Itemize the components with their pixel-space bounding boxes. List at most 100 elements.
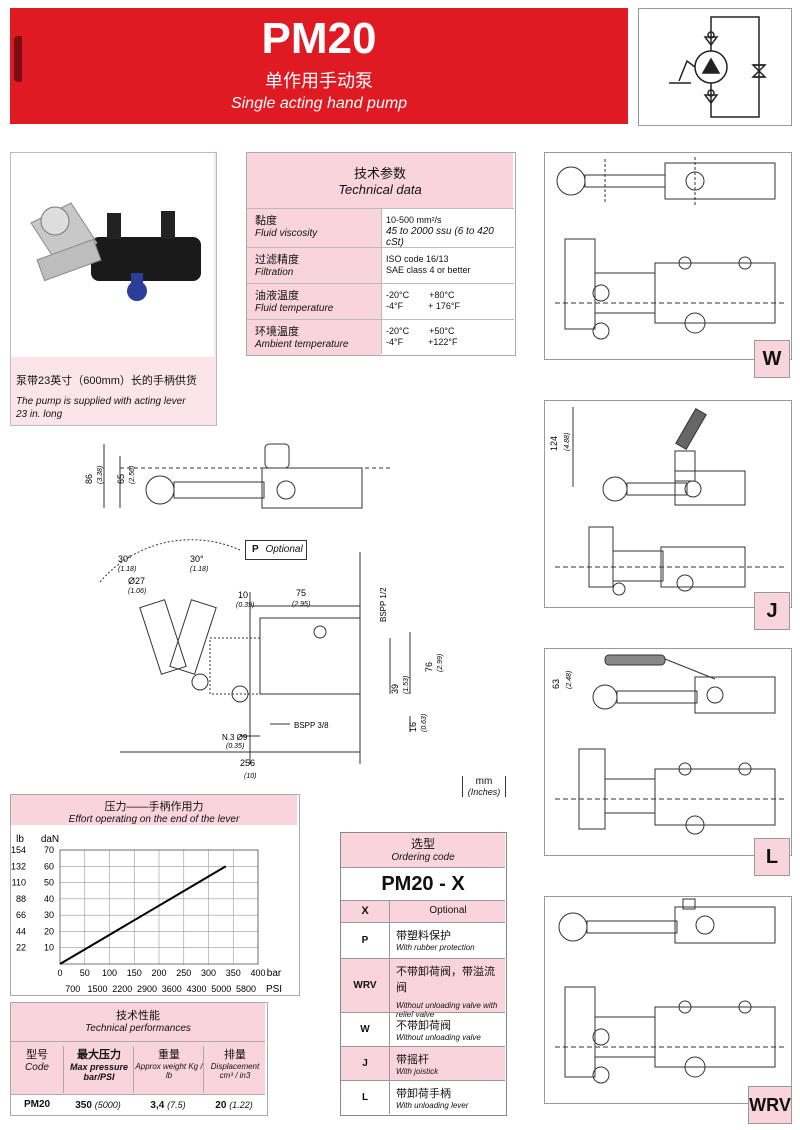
- tech-row-label: 黏度 Fluid viscosity: [247, 208, 381, 248]
- chart-series-line: [59, 865, 227, 965]
- tech-label-en: Ambient temperature: [255, 339, 349, 350]
- dim-16-in: (0.63): [421, 714, 428, 732]
- tech-value-1: ISO code 16/13: [386, 254, 449, 264]
- option-code: W: [341, 1012, 389, 1047]
- pump-drawing-icon: [555, 898, 785, 1084]
- perf-col-cn: 重量: [158, 1049, 180, 1061]
- chart-title-en: Effort operating on the end of the lever: [68, 814, 240, 825]
- option-code: J: [341, 1046, 389, 1081]
- dim-76: 76: [424, 662, 434, 672]
- tech-row-label: 油液温度 Fluid temperature: [247, 283, 381, 320]
- option-desc-en: Without unloading valve: [396, 1033, 481, 1042]
- unit-inches: (Inches): [467, 787, 501, 797]
- dim-256-in: (10): [244, 773, 256, 780]
- perf-code: PM20: [23, 1099, 51, 1110]
- tech-data-header: 技术参数 Technical data: [247, 153, 513, 208]
- chart-x-tick: 0: [57, 968, 62, 978]
- variant-j-drawing: 124 (4.88): [544, 400, 792, 608]
- variant-label-j: J: [754, 592, 790, 630]
- page-subtitle-cn: 单作用手动泵: [265, 71, 373, 91]
- perf-title-cn: 技术性能: [116, 1010, 160, 1022]
- perf-disp: 20: [215, 1100, 227, 1111]
- dim-angle-1: 30°: [118, 554, 132, 564]
- variant-label-w: W: [754, 340, 790, 378]
- variant-label-l: L: [754, 838, 790, 876]
- option-desc-cn: 带卸荷手柄: [396, 1088, 451, 1100]
- variant-label-wrv: WRV: [748, 1086, 792, 1124]
- chart-x2-tick: 700: [65, 984, 80, 994]
- dim-75-in: (2.95): [292, 601, 310, 608]
- tech-label-cn: 油液温度: [255, 290, 299, 302]
- chart-x-tick: 100: [102, 968, 117, 978]
- option-desc: 带摇杆 With joistick: [389, 1046, 505, 1080]
- chart-y2-tick: 88: [16, 894, 26, 904]
- option-desc-en: With joistick: [396, 1067, 439, 1076]
- ordering-code-table: [340, 832, 507, 1116]
- dim-angle-2: 30°: [190, 554, 204, 564]
- option-desc: 不带卸荷阀 Without unloading valve: [389, 1012, 505, 1046]
- chart-y-label: daN: [41, 834, 59, 845]
- tech-row-value: 10-500 mm²/s 45 to 2000 ssu (6 to 420 cS…: [381, 208, 514, 248]
- optional-callout: P Optional: [245, 540, 307, 560]
- dim-86: 86: [84, 474, 94, 484]
- chart-y2-tick: 154: [11, 845, 26, 855]
- perf-col-en: Approx weight Kg / lb: [135, 1062, 203, 1080]
- tech-value-2: SAE class 4 or better: [386, 265, 471, 275]
- chart-y-tick: 60: [44, 861, 54, 871]
- bspp-half-label: BSPP 1/2: [379, 587, 388, 622]
- chart-x2-tick: 2900: [137, 984, 157, 994]
- tech-label-en: Fluid temperature: [255, 303, 334, 314]
- optional-label: Optional: [265, 544, 303, 555]
- pump-symbol-icon: [669, 16, 767, 118]
- chart-y-tick: 40: [44, 894, 54, 904]
- tech-label-cn: 过滤精度: [255, 254, 299, 266]
- option-desc-cn: 带摇杆: [396, 1054, 429, 1066]
- chart-x2-tick: 5000: [211, 984, 231, 994]
- dim-39-in: (1.53): [403, 676, 410, 694]
- perf-col-pressure: 最大压力 Max pressure bar/PSI: [63, 1046, 134, 1093]
- perf-col-cn: 型号: [26, 1049, 48, 1061]
- dim-10: 10: [238, 590, 248, 600]
- perf-pressure-in: (5000): [94, 1100, 121, 1110]
- hydraulic-symbol: [638, 8, 792, 126]
- perf-col-en: Code: [25, 1062, 49, 1073]
- perf-weight-in: (7.5): [167, 1100, 186, 1110]
- chart-x2-tick: 3600: [162, 984, 182, 994]
- tech-row-label: 环境温度 Ambient temperature: [247, 319, 381, 355]
- chart-x-tick: 400: [250, 968, 265, 978]
- dim-d27-in: (1.06): [128, 588, 146, 595]
- dim-256: 256: [240, 758, 255, 768]
- option-code: P: [341, 922, 389, 959]
- chart-y2-tick: 44: [16, 926, 26, 936]
- chart-y-tick: 70: [44, 845, 54, 855]
- page-title: PM20: [261, 14, 377, 63]
- dim-39: 39: [390, 684, 400, 694]
- option-desc: 带塑料保护 With rubber protection: [389, 922, 505, 958]
- product-photo: [11, 153, 214, 357]
- dim-n3: N.3 Ø9: [222, 733, 248, 742]
- chart-x2-label: PSI: [266, 984, 282, 995]
- chart-x-tick: 150: [127, 968, 142, 978]
- effort-chart-header: 压力——手柄作用力 Effort operating on the end of…: [11, 795, 297, 825]
- chart-y2-tick: 66: [16, 910, 26, 920]
- tech-row-value: ISO code 16/13 SAE class 4 or better: [381, 247, 514, 283]
- tech-title-en: Technical data: [338, 182, 422, 197]
- perf-col-code: 型号 Code: [11, 1046, 63, 1073]
- dim-angle-1-in: (1.18): [118, 566, 136, 573]
- ordering-col-headers: [341, 900, 505, 923]
- perf-disp-in: (1.22): [229, 1100, 253, 1110]
- dim-10-in: (0.39): [236, 602, 254, 609]
- unit-mm: mm: [475, 776, 493, 787]
- perf-col-cn: 最大压力: [77, 1049, 121, 1061]
- option-desc-cn: 不带卸荷阀: [396, 1020, 451, 1032]
- performance-header: 技术性能 Technical performances: [11, 1003, 265, 1041]
- pump-drawing-icon: [555, 157, 785, 340]
- option-desc: 带卸荷手柄 With unloading lever: [389, 1080, 505, 1114]
- l-dim-inch-label: (2.48): [566, 671, 573, 689]
- dim-76-in: (2.99): [437, 654, 444, 672]
- dim-75: 75: [296, 588, 306, 598]
- tech-row-label: 过滤精度 Filtration: [247, 247, 381, 284]
- chart-title-cn: 压力——手柄作用力: [104, 801, 204, 813]
- dimension-drawing: 86 (3.38) 65 (2.56) 30° (1.18) 30° (1.18…: [84, 443, 444, 780]
- chart-y2-tick: 110: [12, 878, 26, 888]
